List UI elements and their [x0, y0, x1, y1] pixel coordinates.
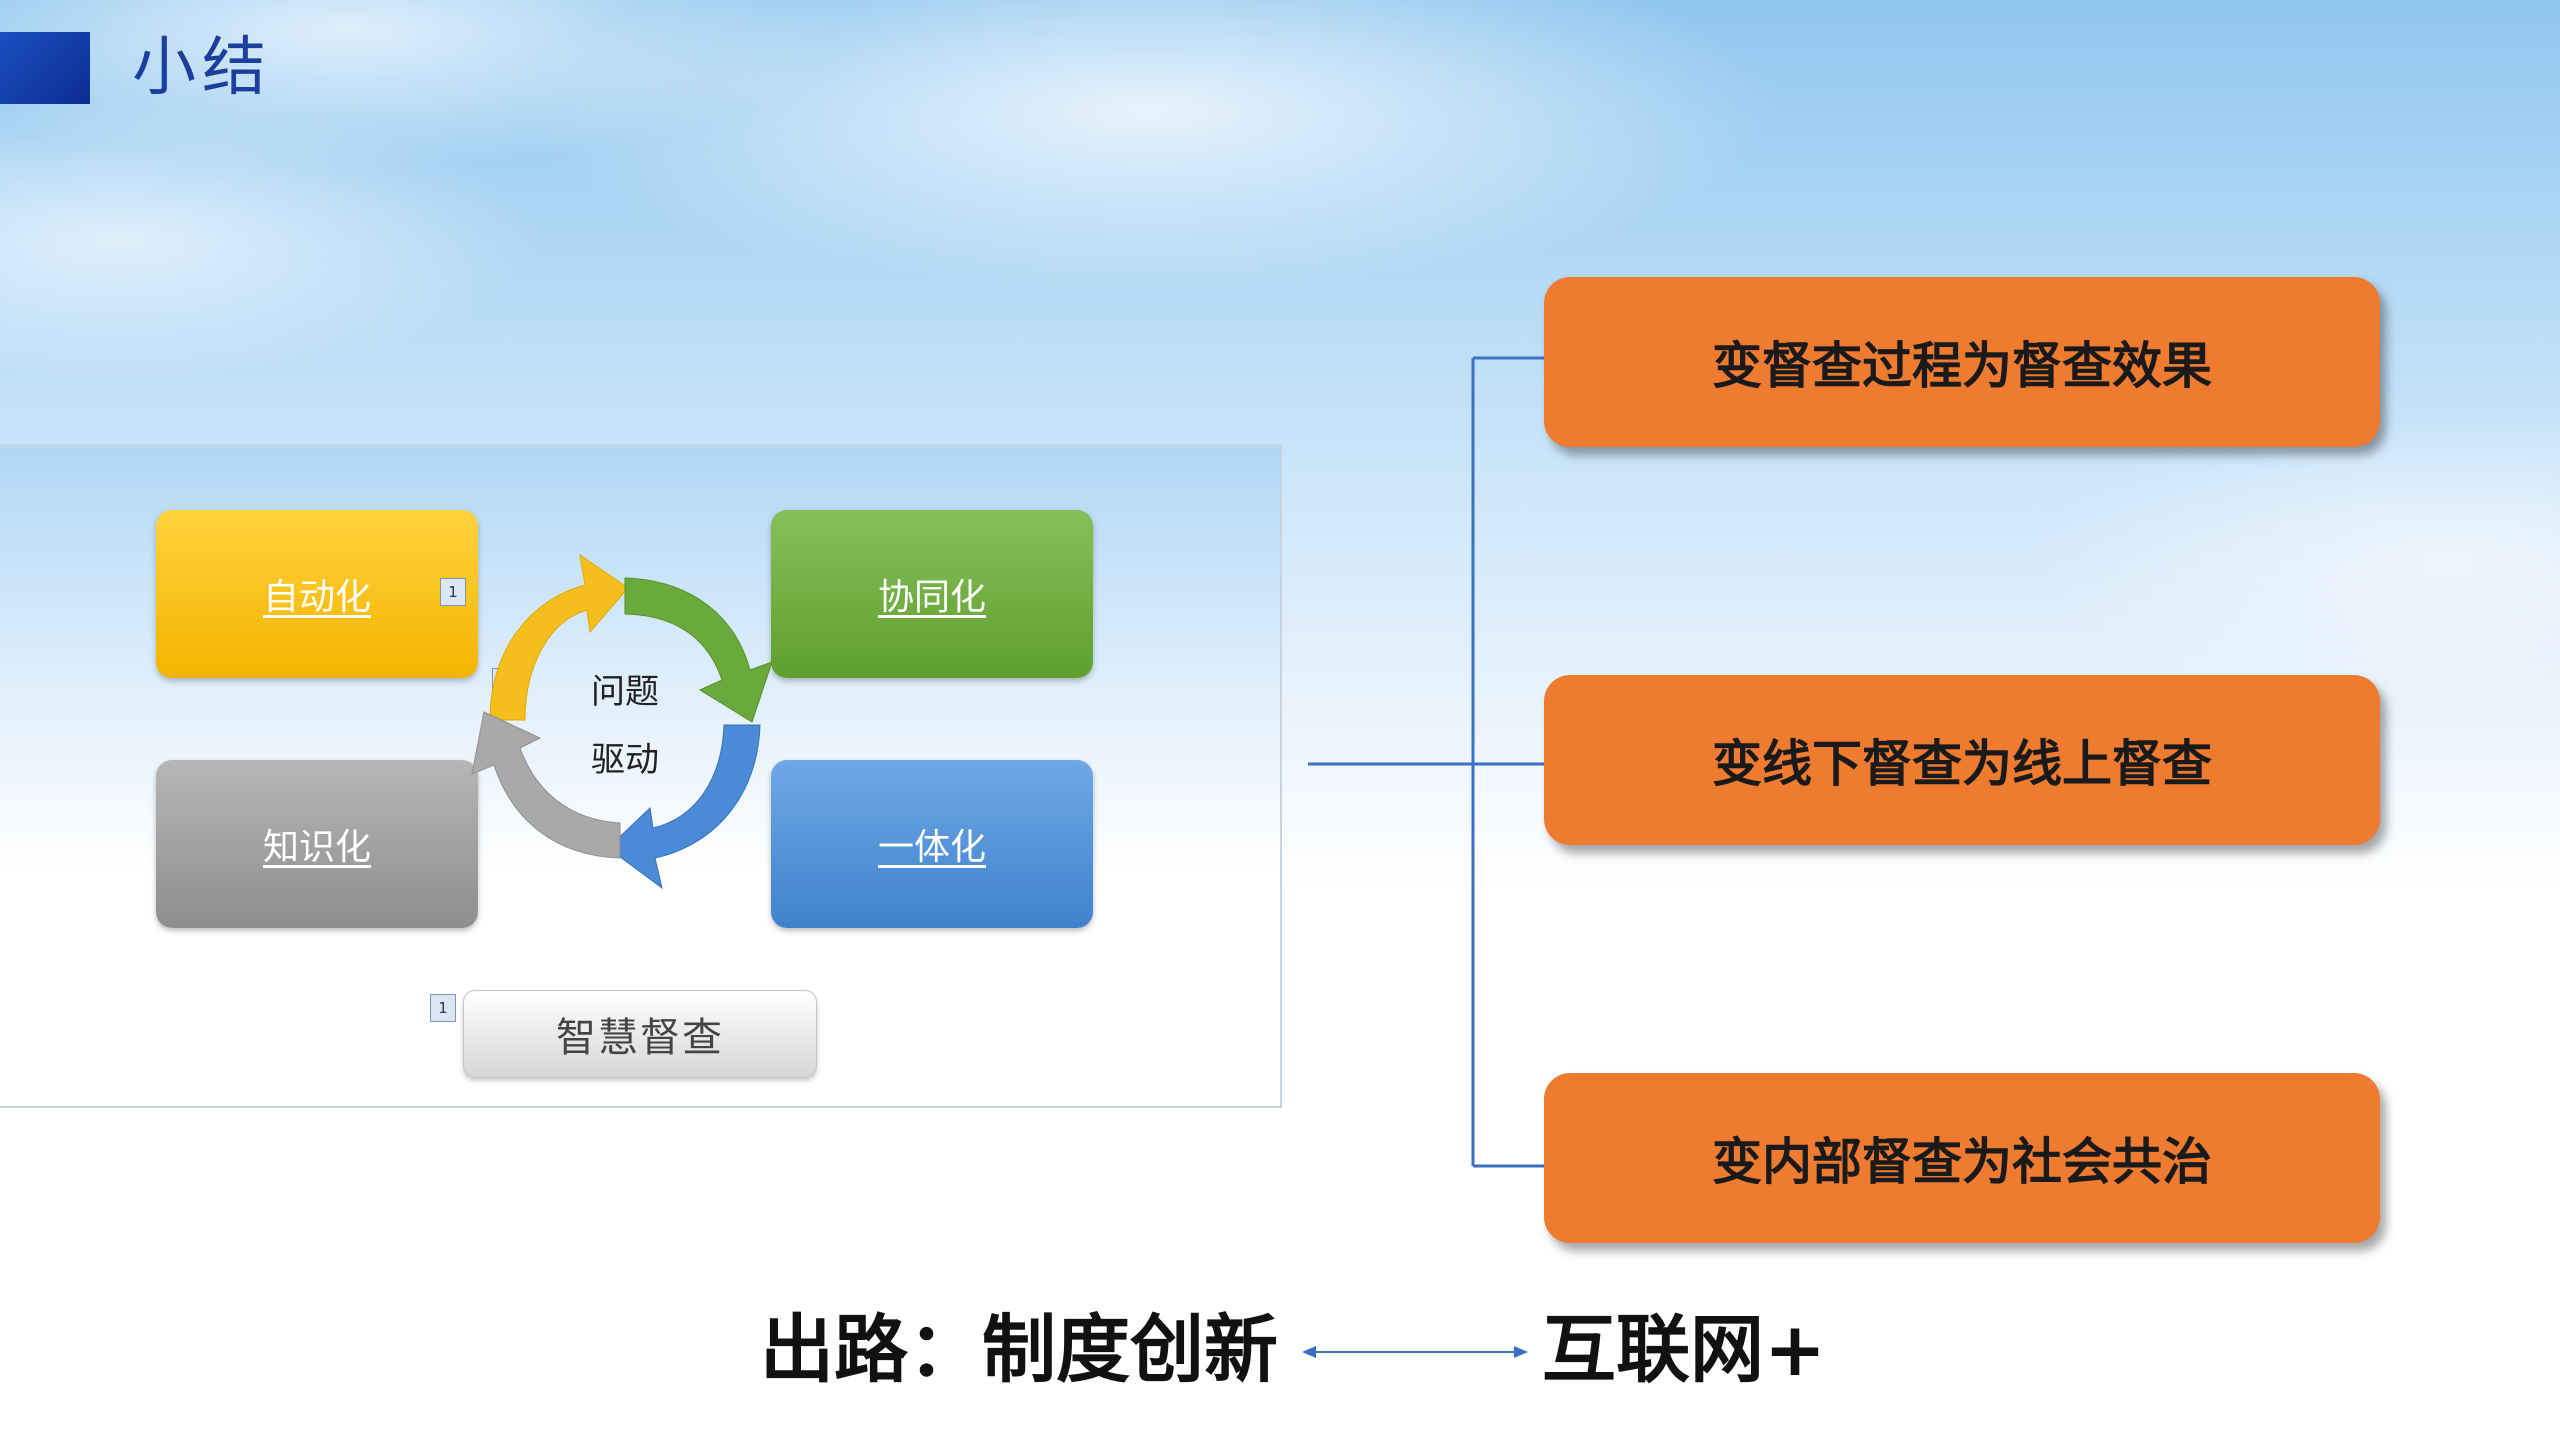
green-cycle-arrow	[624, 577, 773, 723]
bottom-right-text: 互联网+	[1542, 1307, 1827, 1393]
tile-automation[interactable]: 自动化	[156, 510, 478, 678]
result-box-online: 变线下督查为线上督查	[1544, 675, 2380, 845]
page-title: 小结	[132, 31, 272, 105]
double-arrow-icon	[1302, 1346, 1528, 1358]
cycle-arrows	[471, 553, 773, 890]
title-accent-block	[0, 32, 90, 104]
tile-knowledge[interactable]: 知识化	[156, 760, 478, 928]
smart-supervision-button[interactable]: 智慧督查	[463, 990, 817, 1078]
result-box-social: 变内部督查为社会共治	[1544, 1073, 2380, 1243]
center-text-line-1: 问题	[591, 672, 659, 712]
center-text-line-2: 驱动	[591, 740, 659, 780]
cycle-center-label: 问题 驱动	[560, 658, 690, 794]
blue-cycle-arrow	[607, 724, 761, 890]
tile-integration[interactable]: 一体化	[771, 760, 1093, 928]
result-box-effect: 变督查过程为督查效果	[1544, 277, 2380, 447]
comment-badge[interactable]: 1	[440, 578, 466, 606]
comment-badge[interactable]: 1	[430, 994, 456, 1022]
bottom-left-text: 出路：制度创新	[760, 1307, 1278, 1393]
gray-cycle-arrow	[471, 711, 621, 859]
tile-collaboration[interactable]: 协同化	[771, 510, 1093, 678]
